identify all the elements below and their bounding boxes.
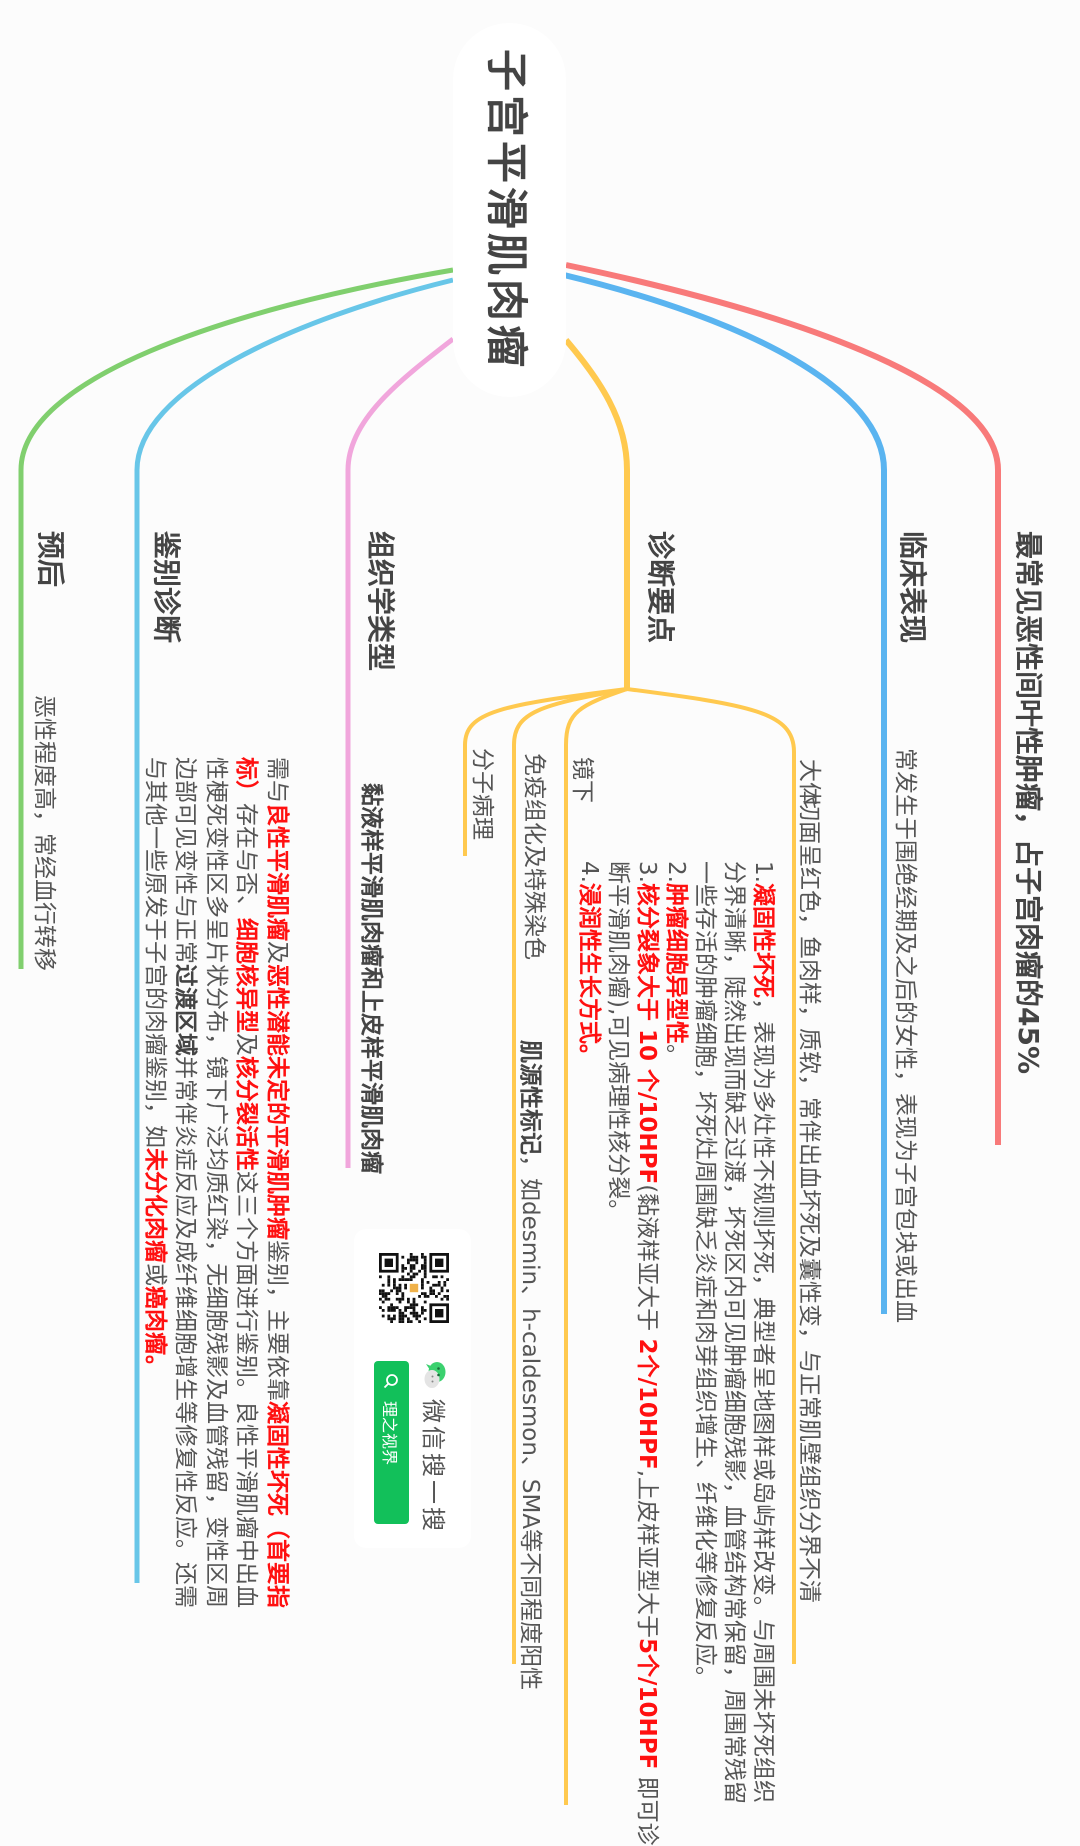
branch-line-incidence [565,262,1001,1145]
node-differential[interactable]: 鉴别诊断 [150,531,183,644]
node-clinical-detail[interactable]: 常发生于围绝经期及之后的女性，表现为子宫包块或出血 [892,748,918,1323]
text-segment: 性梗死变性区多呈片状分布，镜下广泛均质红染，无细胞残影及血管残留，变性区周 [203,757,229,1608]
text-line: 需与良性平滑肌瘤及恶性潜能未定的平滑肌肿瘤鉴别，主要依靠凝固性坏死（首要指 [262,757,293,1608]
node-ihc[interactable]: 免疫组化及特殊染色 [521,753,547,960]
highlight-text: 凝固性坏死 [750,882,776,998]
text-line: 标）存在与否、细胞核异型及核分裂活性这三个方面进行鉴别。良性平滑肌瘤中出血 [231,757,262,1608]
text-segment: 及 [264,941,290,964]
branch-line-prognosis [18,267,454,969]
text-segment: 或 [142,1263,168,1286]
text-line: 3.核分裂象大于 10 个/10HPF(黏液样亚大于 2个/10HPF,上皮样亚… [632,861,661,1846]
branch-line-diagnosis [563,338,630,689]
node-clinical[interactable]: 临床表现 [896,531,929,644]
node-incidence[interactable]: 最常见恶性间叶性肿瘤，占子宫肉瘤的45% [1012,531,1045,1075]
node-micro-detail[interactable]: 1.凝固性坏死，表现为多灶性不规则坏死，典型者呈地图样或岛屿样改变。与周围未坏死… [574,861,777,1846]
node-gross-detail[interactable]: 切面呈红色，鱼肉样，质软，常伴出血坏死及囊性变，与正常肌壁组织分界不清 [796,798,822,1603]
text-segment: 并常伴炎症反应及成纤维细胞增生等修复性反应。还需 [172,1056,199,1608]
node-ihc-detail[interactable]: 肌源性标记，如desmin、h-caldesmon、SMA等不同程度阳性 [515,1040,544,1690]
text-segment: 4. [576,861,602,883]
node-histology-detail[interactable]: 黏液样平滑肌肉瘤和上皮样平滑肌肉瘤 [358,783,384,1174]
text-line: 一些存活的肿瘤细胞，坏死灶周围缺乏炎症和肉芽组织增生、纤维化等修复反应。 [690,861,719,1846]
node-prognosis[interactable]: 预后 [34,531,67,588]
wechat-search-title: 微信搜一搜 [418,1361,453,1534]
text-line: 1.凝固性坏死，表现为多灶性不规则坏死，典型者呈地图样或岛屿样改变。与周围未坏死… [748,861,777,1846]
highlight-text: 标） [233,757,260,803]
search-account-label: 理之视界 [380,1401,400,1466]
text-segment: 及 [233,1033,260,1056]
text-line: 分界清晰，陡然出现而缺乏过渡，坏死区内可见肿瘤细胞残影，血管结构常保留，周围常残… [719,861,748,1846]
highlight-text: 癌肉瘤。 [142,1286,168,1378]
node-molecular[interactable]: 分子病理 [469,748,495,840]
text-segment: 需与 [264,757,290,803]
branch-line-gross [626,687,796,1664]
text-line: 肌源性标记，如desmin、h-caldesmon、SMA等不同程度阳性 [515,1040,544,1690]
branch-line-histology [345,337,455,1168]
highlight-text: 恶性潜能未定的平滑肌肿瘤 [264,964,290,1240]
search-account-button[interactable]: 理之视界 [374,1361,409,1524]
root-title: 子宫平滑肌肉瘤 [482,48,531,371]
search-icon [384,1374,399,1389]
text-segment: 1. [750,861,776,883]
text-segment: 存在与否、 [233,803,260,918]
text-segment: ,上皮样亚型大于 [634,1469,660,1639]
branch-line-micro [564,687,628,1805]
text-segment: 一些存活的肿瘤细胞，坏死灶周围缺乏炎症和肉芽组织增生、纤维化等修复反应。 [692,861,718,1689]
highlight-text: 核分裂活性 [233,1056,260,1171]
node-micro[interactable]: 镜下 [569,757,595,803]
text-line: 边部可见变性与正常过渡区域并常伴炎症反应及成纤维细胞增生等修复性反应。还需 [170,757,201,1608]
node-prognosis-detail[interactable]: 恶性程度高，常经血行转移 [31,695,57,971]
node-diagnosis[interactable]: 诊断要点 [644,531,677,644]
highlight-text: 未分化肉瘤 [142,1148,168,1263]
highlight-text: 细胞核异型 [233,918,260,1033]
branch-line-differential [134,277,454,1583]
highlight-text: 核分裂象大于 10 个/10HPF [634,882,660,1185]
branch-line-molecular [463,687,628,856]
text-segment: 这三个方面进行鉴别。良性平滑肌瘤中出血 [233,1171,260,1608]
node-differential-detail[interactable]: 需与良性平滑肌瘤及恶性潜能未定的平滑肌肿瘤鉴别，主要依靠凝固性坏死（首要指标）存… [140,757,293,1608]
text-segment: 。 [663,1043,689,1067]
highlight-text: 5个/10HPF [634,1638,660,1770]
text-segment: 鉴别，主要依靠 [264,1240,290,1401]
text-segment: 3. [634,861,660,883]
text-line: 性梗死变性区多呈片状分布，镜下广泛均质红染，无细胞残影及血管残留，变性区周 [201,757,232,1608]
bold-text: 过渡区域 [172,964,199,1056]
text-segment: 分界清晰，陡然出现而缺乏过渡，坏死区内可见肿瘤细胞残影，血管结构常保留，周围常残… [721,861,747,1804]
highlight-text: 2个/10HPF [634,1338,660,1470]
text-line: 2.肿瘤细胞异型性。 [661,861,690,1846]
root-node[interactable]: 子宫平滑肌肉瘤 [453,23,566,397]
text-segment: 边部可见变性与正常 [172,757,199,964]
text-segment: ，如desmin、h-caldesmon、SMA等不同程度阳性 [517,1155,543,1691]
highlight-text: 凝固性坏死（首要指 [264,1401,290,1608]
node-histology[interactable]: 组织学类型 [364,531,397,672]
text-segment: 与其他一些原发于子宫的肉瘤鉴别，如 [142,757,168,1148]
qr-code[interactable] [378,1253,450,1323]
text-segment: (黏液样亚大于 [634,1184,660,1339]
highlight-text: 浸润性生长方式。 [576,882,602,1067]
text-line: 断平滑肌肉瘤),可见病理性核分裂。 [603,861,632,1846]
text-line: 与其他一些原发于子宫的肉瘤鉴别，如未分化肉瘤或癌肉瘤。 [140,757,171,1608]
branch-line-clinical [563,272,887,1314]
text-line: 4.浸润性生长方式。 [574,861,603,1846]
text-segment: ，表现为多灶性不规则坏死，典型者呈地图样或岛屿样改变。与周围未坏死组织 [750,997,776,1803]
text-segment: 断平滑肌肉瘤),可见病理性核分裂。 [605,861,631,1223]
wechat-logo-icon [425,1362,446,1388]
wechat-promo-card: 微信搜一搜 理之视界 [354,1229,471,1548]
text-segment: 2. [663,861,689,883]
wechat-search-label: 微信搜一搜 [419,1399,447,1534]
highlight-text: 良性平滑肌瘤 [264,803,290,941]
bold-text: 肌源性标记 [517,1040,543,1155]
text-segment: 即可诊 [634,1769,660,1846]
highlight-text: 肿瘤细胞异型性 [663,882,689,1044]
